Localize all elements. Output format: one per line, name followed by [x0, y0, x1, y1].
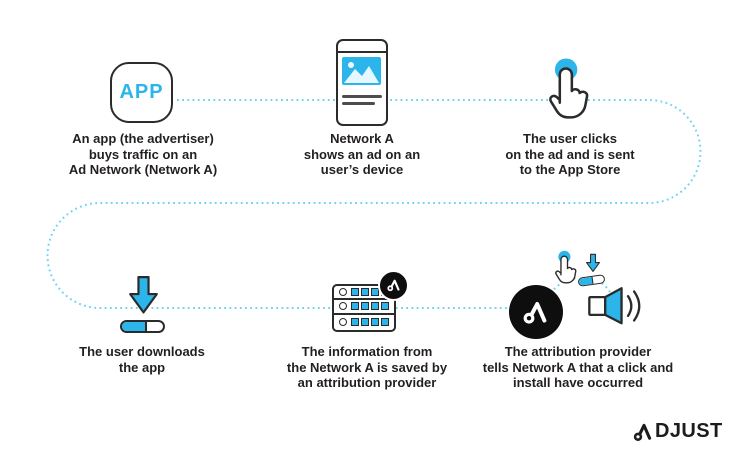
adjust-badge-icon [378, 270, 409, 301]
step-caption-download: The user downloads the app [79, 344, 205, 375]
server-row [334, 300, 394, 315]
click-hand-icon [545, 57, 595, 127]
attribution-server-icon [332, 284, 396, 332]
step-caption-saved: The information from the Network A is sa… [286, 344, 448, 390]
attribution-provider-icon [509, 285, 563, 339]
announce-speaker-icon [588, 287, 641, 325]
ad-text-line [342, 95, 382, 98]
app-label: APP [119, 81, 164, 103]
download-progress-bar [120, 320, 165, 333]
advertiser-app-icon: APP [110, 62, 173, 123]
adjust-logo-a-icon [633, 423, 652, 441]
download-progress-fill [122, 322, 147, 331]
server-led [339, 302, 347, 311]
adjust-logo: DJUST [633, 418, 723, 444]
step-caption-callback: The attribution provider tells Network A… [482, 344, 674, 390]
step-caption-advertiser: An app (the advertiser) buys traffic on … [68, 131, 218, 177]
download-arrow-icon [127, 274, 160, 316]
device-ad-icon [336, 39, 388, 126]
ad-text-line [342, 102, 375, 105]
server-row [334, 315, 394, 329]
ad-thumbnail [342, 57, 381, 85]
step-caption-network: Network A shows an ad on an user’s devic… [303, 131, 421, 177]
ad-image-icon [344, 62, 379, 83]
device-topline [338, 51, 386, 54]
server-led [339, 288, 347, 297]
download-arrow-icon-small [585, 253, 601, 273]
server-led [339, 317, 347, 326]
adjust-logo-text: DJUST [655, 419, 723, 442]
step-caption-click: The user clicks on the ad and is sent to… [505, 131, 635, 177]
